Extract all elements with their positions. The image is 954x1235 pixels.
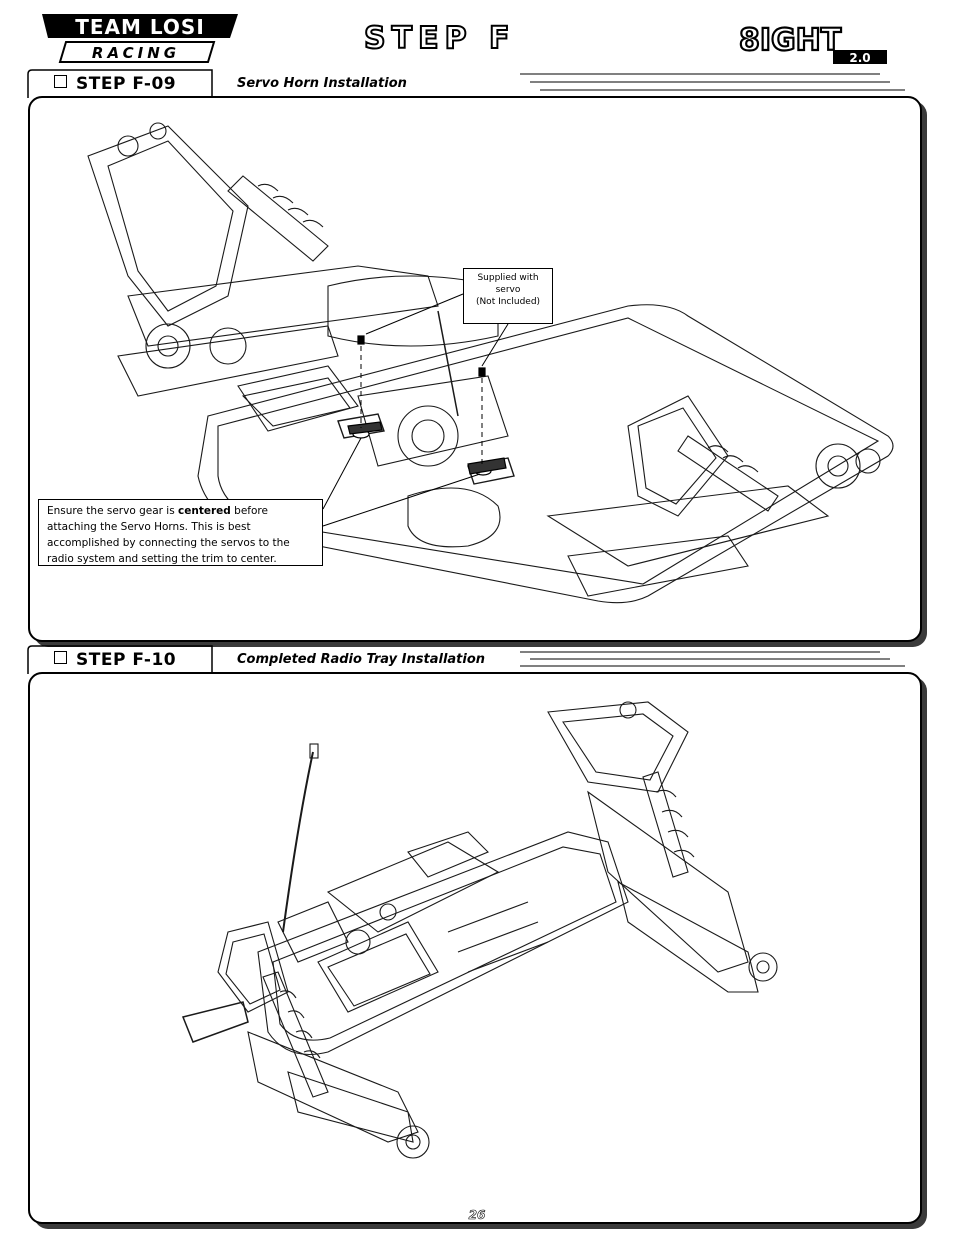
team-losi-racing-logo: TEAM LOSI RACING [42,14,238,63]
step-title-text: STEP F [364,21,516,54]
centered-servo-gear-callout: Ensure the servo gear is centered before… [38,499,323,566]
completed-radio-tray-illustration [181,701,778,1159]
brand-bottom-text: RACING [92,44,180,62]
callout-line: (Not Included) [475,297,541,307]
callout-emphasis: centered [178,505,231,517]
product-version-text: 2.0 [849,51,870,65]
step-title-banner: STEP F [363,20,516,54]
page-number: 26 [468,1208,486,1223]
callout-text: Ensure the servo gear is [47,505,179,517]
checkbox-icon[interactable] [54,75,67,88]
eight-2-logo: 8IGHT 2.0 [738,22,887,65]
step-f10-panel [28,672,922,1224]
callout-line: Supplied with [477,273,539,283]
step-f09-label: STEP F-09 [54,74,176,94]
callout-text: before attaching the Servo Horns. This i… [47,505,290,565]
callout-line: servo [495,285,521,295]
brand-top-text: TEAM LOSI [75,15,205,39]
checkbox-icon[interactable] [54,651,67,664]
step-f09-label-text: STEP F-09 [76,74,177,94]
servo-horn-installation-illustration [87,122,894,604]
supplied-with-servo-callout: Supplied with servo (Not Included) [463,268,553,324]
step-f10-subtitle: Completed Radio Tray Installation [237,652,486,667]
step-f10-label-text: STEP F-10 [76,650,177,670]
step-f10-label: STEP F-10 [54,650,176,670]
product-logo-text: 8IGHT [739,23,842,58]
step-f09-subtitle: Servo Horn Installation [237,76,407,91]
